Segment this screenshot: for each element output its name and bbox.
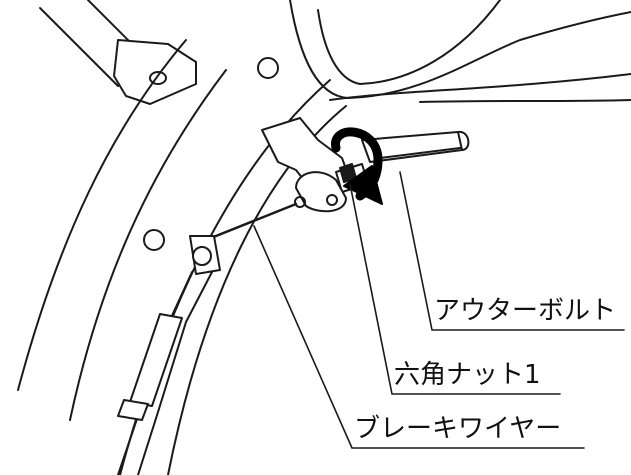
rotation-arrow-head xyxy=(343,165,383,205)
wire-clevis xyxy=(295,171,347,213)
leader-outer-bolt xyxy=(399,171,625,331)
cable-housing-end xyxy=(457,130,470,151)
frame-edge-top-2 xyxy=(87,0,133,45)
cable-housing-line xyxy=(379,147,461,159)
brake-rod-2 xyxy=(137,271,213,475)
frame-arc-inner-1 xyxy=(69,69,227,421)
frame-arc-inner-3 xyxy=(167,105,347,475)
leader-hex-nut xyxy=(349,183,561,395)
fender-line-3 xyxy=(329,73,631,101)
fender-line-4 xyxy=(419,99,631,103)
frame-block-hole xyxy=(149,71,167,85)
fender-inner xyxy=(317,0,501,85)
frame-edge-top xyxy=(39,7,119,87)
frame-arc-outer xyxy=(17,39,187,391)
brake-wire xyxy=(204,202,298,242)
rod-lock-nut xyxy=(117,399,149,421)
clevis-pin xyxy=(326,194,338,206)
mount-hole-1 xyxy=(257,57,279,79)
wire-end xyxy=(294,196,306,208)
rod-sleeve xyxy=(129,313,183,407)
fender-outer xyxy=(289,0,631,99)
label-hex-nut: 六角ナット1 xyxy=(394,360,541,390)
label-outer-bolt: アウターボルト xyxy=(434,296,617,326)
leader-brake-wire xyxy=(253,225,585,449)
label-brake-wire: ブレーキワイヤー xyxy=(354,414,562,444)
rod-end-bolt xyxy=(192,246,212,266)
mount-hole-3 xyxy=(143,229,165,251)
